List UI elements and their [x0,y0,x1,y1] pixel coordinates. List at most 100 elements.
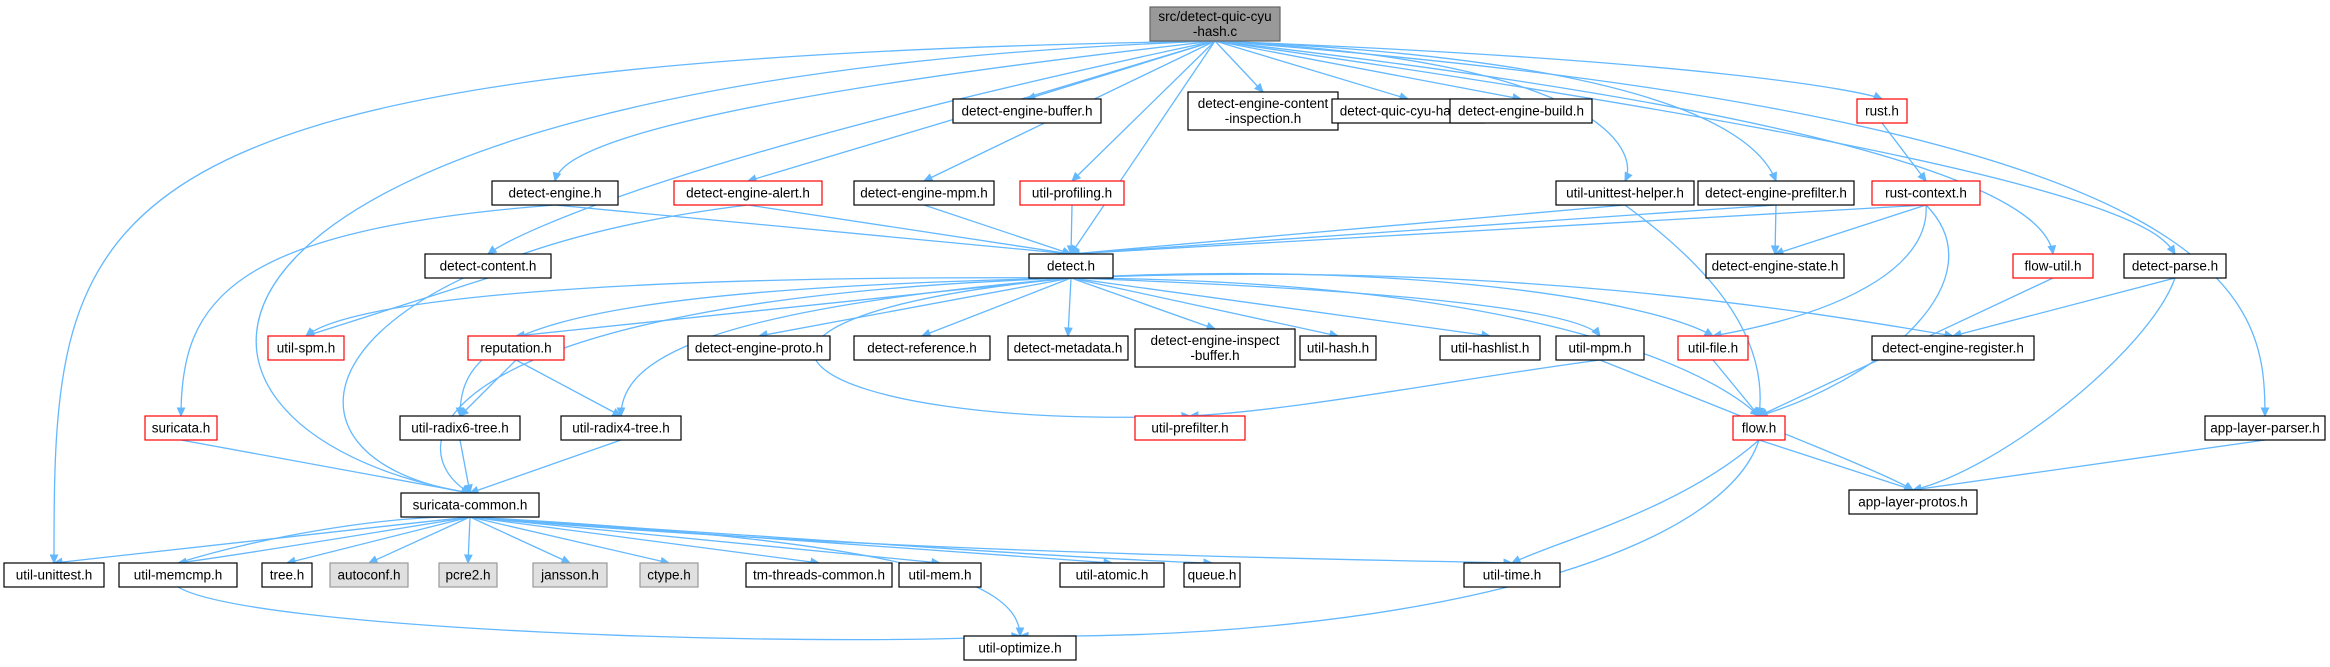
node-box[interactable] [491,180,619,206]
node-box[interactable] [2123,253,2227,279]
node-rctx[interactable]: rust-context.h [1871,180,1981,206]
node-ur4[interactable]: util-radix4-tree.h [560,415,682,441]
node-box[interactable] [438,562,498,588]
node-suricata[interactable]: suricata.h [144,415,218,441]
node-box[interactable] [853,335,991,361]
node-ur6[interactable]: util-radix6-tree.h [399,415,521,441]
node-box[interactable] [898,562,982,588]
node-box[interactable] [1555,335,1645,361]
node-des[interactable]: detect-engine-state.h [1705,253,1845,279]
node-queue[interactable]: queue.h [1183,562,1241,588]
node-box[interactable] [267,335,345,361]
node-box[interactable] [1134,415,1246,441]
node-dempm[interactable]: detect-engine-mpm.h [853,180,995,206]
node-box[interactable] [1705,253,1845,279]
edge-line [515,359,622,417]
node-box[interactable] [1677,335,1749,361]
node-de[interactable]: detect-engine.h [491,180,619,206]
node-box[interactable] [1449,98,1593,124]
node-ctype[interactable]: ctype.h [639,562,699,588]
node-uspm[interactable]: util-spm.h [267,335,345,361]
node-dereg[interactable]: detect-engine-register.h [1871,335,2035,361]
node-debuild[interactable]: detect-engine-build.h [1449,98,1593,124]
node-utime[interactable]: util-time.h [1463,562,1561,588]
node-box[interactable] [399,415,521,441]
node-box[interactable] [1007,335,1129,361]
node-box[interactable] [118,562,238,588]
node-box[interactable] [1848,489,1978,515]
node-detect[interactable]: detect.h [1028,253,1114,279]
node-scommon[interactable]: suricata-common.h [400,492,540,518]
node-box[interactable] [639,562,699,588]
node-uuth[interactable]: util-unittest-helper.h [1555,180,1695,206]
node-box[interactable] [1439,335,1541,361]
node-deib[interactable]: detect-engine-inspect-buffer.h [1134,328,1296,368]
node-uatomic[interactable]: util-atomic.h [1059,562,1165,588]
node-tmtc[interactable]: tm-threads-common.h [745,562,893,588]
node-box[interactable] [1463,562,1561,588]
node-box[interactable] [144,415,218,441]
node-tree[interactable]: tree.h [261,562,313,588]
node-box[interactable] [673,180,823,206]
node-box[interactable] [261,562,313,588]
node-box[interactable] [1732,415,1786,441]
node-box[interactable] [1871,335,2035,361]
node-box[interactable] [853,180,995,206]
node-uopt[interactable]: util-optimize.h [963,635,1077,661]
node-box[interactable] [1555,180,1695,206]
node-flow[interactable]: flow.h [1732,415,1786,441]
node-box[interactable] [1019,180,1125,206]
node-dref[interactable]: detect-reference.h [853,335,991,361]
node-uut[interactable]: util-unittest.h [3,562,105,588]
node-box[interactable] [1059,562,1165,588]
node-ufile[interactable]: util-file.h [1677,335,1749,361]
node-umpm[interactable]: util-mpm.h [1555,335,1645,361]
node-umem[interactable]: util-mem.h [898,562,982,588]
node-box[interactable] [2204,415,2326,441]
node-uprof[interactable]: util-profiling.h [1019,180,1125,206]
node-box[interactable] [560,415,682,441]
node-deb[interactable]: detect-engine-buffer.h [952,98,1102,124]
node-alp[interactable]: app-layer-parser.h [2204,415,2326,441]
node-dea[interactable]: detect-engine-alert.h [673,180,823,206]
node-rust[interactable]: rust.h [1856,98,1908,124]
edge-detect-to-ufile [1070,272,1715,337]
node-box[interactable] [1028,253,1114,279]
node-box[interactable] [3,562,105,588]
node-box[interactable] [467,335,565,361]
node-box[interactable] [1134,328,1296,368]
node-box[interactable] [1183,562,1241,588]
node-box[interactable] [1871,180,1981,206]
node-box[interactable] [745,562,893,588]
node-dparse[interactable]: detect-parse.h [2123,253,2227,279]
node-deproto[interactable]: detect-engine-proto.h [687,335,831,361]
node-box[interactable] [424,253,552,279]
node-box[interactable] [963,635,1077,661]
node-box[interactable] [1149,6,1281,42]
node-uhashlist[interactable]: util-hashlist.h [1439,335,1541,361]
node-upref[interactable]: util-prefilter.h [1134,415,1246,441]
node-box[interactable] [532,562,608,588]
node-box[interactable] [1697,180,1855,206]
node-dmeta[interactable]: detect-metadata.h [1007,335,1129,361]
node-box[interactable] [687,335,831,361]
node-box[interactable] [1856,98,1908,124]
node-jansson[interactable]: jansson.h [532,562,608,588]
node-box[interactable] [329,562,409,588]
node-box[interactable] [1299,335,1377,361]
node-alprotos[interactable]: app-layer-protos.h [1848,489,1978,515]
edge-line [554,40,1216,182]
node-pcre2[interactable]: pcre2.h [438,562,498,588]
node-box[interactable] [400,492,540,518]
node-box[interactable] [952,98,1102,124]
node-root[interactable]: src/detect-quic-cyu-hash.c [1149,6,1281,42]
node-uhash[interactable]: util-hash.h [1299,335,1377,361]
node-umemcmp[interactable]: util-memcmp.h [118,562,238,588]
node-rep[interactable]: reputation.h [467,335,565,361]
node-deci[interactable]: detect-engine-content-inspection.h [1187,91,1339,131]
node-dcontent[interactable]: detect-content.h [424,253,552,279]
node-autoconf[interactable]: autoconf.h [329,562,409,588]
node-depf[interactable]: detect-engine-prefilter.h [1697,180,1855,206]
node-box[interactable] [2012,253,2094,279]
node-flowutil[interactable]: flow-util.h [2012,253,2094,279]
